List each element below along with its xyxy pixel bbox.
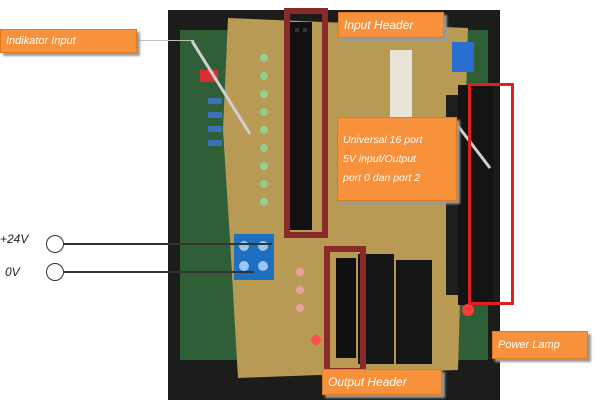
power-lamp-label: Power Lamp <box>498 339 560 351</box>
universal-port-line-2: 5V input/Output <box>343 152 416 165</box>
blue-jumper <box>452 42 474 72</box>
input-header-pins <box>290 22 312 230</box>
input-header-frame <box>284 8 328 238</box>
indikator-leader-diag <box>190 40 252 135</box>
output-header-frame <box>324 246 366 374</box>
output-header-pins <box>336 258 356 358</box>
ic-chip-2 <box>396 260 432 364</box>
input-header-label: Input Header <box>344 18 414 32</box>
v0-label: 0V <box>5 265 20 279</box>
output-header-callout: Output Header <box>322 369 442 395</box>
blue-terminal-block <box>234 234 274 280</box>
v24-terminal <box>46 235 64 253</box>
output-header-label: Output Header <box>328 375 407 389</box>
resistors <box>208 98 222 146</box>
indikator-input-callout: Indikator Input <box>0 29 137 53</box>
indikator-input-label: Indikator Input <box>6 35 76 47</box>
power-lamp-callout: Power Lamp <box>492 331 588 359</box>
indikator-leader-h <box>136 40 194 41</box>
universal-port-callout: Universal 16 port 5V input/Output port 0… <box>337 117 457 201</box>
v0-terminal <box>46 263 64 281</box>
universal-port-line-1: Universal 16 port <box>343 133 423 146</box>
right-long-header <box>458 85 494 305</box>
v24-wire <box>64 243 272 245</box>
input-header-callout: Input Header <box>338 12 444 38</box>
indicator-leds <box>260 54 268 206</box>
v0-wire <box>64 271 254 273</box>
v24-label: +24V <box>0 232 29 246</box>
universal-port-frame <box>468 83 514 305</box>
power-lamp-led <box>462 304 474 316</box>
universal-port-line-3: port 0 dan port 2 <box>343 171 421 184</box>
universal-leader <box>456 125 492 169</box>
